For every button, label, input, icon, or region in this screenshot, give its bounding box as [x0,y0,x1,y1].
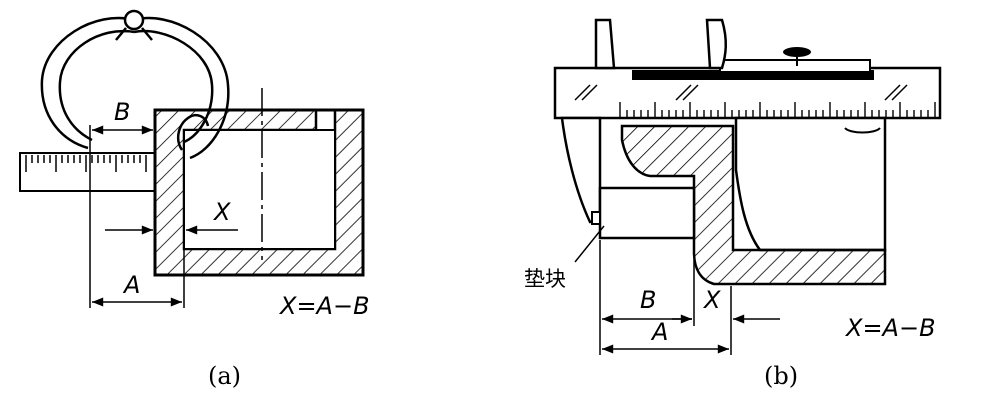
label-b-b: B [640,286,656,314]
dimension-b-a: B [92,98,153,135]
workpiece-section [620,124,887,286]
caption-b: (b) [764,362,798,390]
dimension-b-b: B [601,286,693,324]
label-x: X [212,198,231,226]
dimension-x-a: X [105,198,238,235]
dimension-x-b: X [672,286,780,324]
hollow-workpiece [153,108,365,277]
dimension-a-b: A [601,318,730,354]
label-a: A [122,271,140,299]
formula-a: X=A−B [278,292,370,320]
label-b: B [114,98,130,126]
pad-block [591,186,696,240]
vernier-caliper [553,18,942,252]
extension-lines-a [89,125,185,308]
ruler-ticks [25,155,147,172]
beam-scale-ticks [619,102,936,118]
label-a-b: A [650,318,668,346]
panel-a: B X A X=A−B (a) [19,9,370,390]
pad-label: 垫块 [524,225,605,291]
label-x-b: X [702,286,721,314]
caption-a: (a) [208,362,241,390]
extension-lines-b [599,240,732,355]
label-pad: 垫块 [524,267,566,291]
panel-b: 垫块 B X A X=A−B (b) [524,18,942,390]
outside-calipers [40,9,230,160]
dimension-a-a: A [92,271,182,307]
steel-ruler [19,152,156,192]
formula-b: X=A−B [844,314,936,342]
